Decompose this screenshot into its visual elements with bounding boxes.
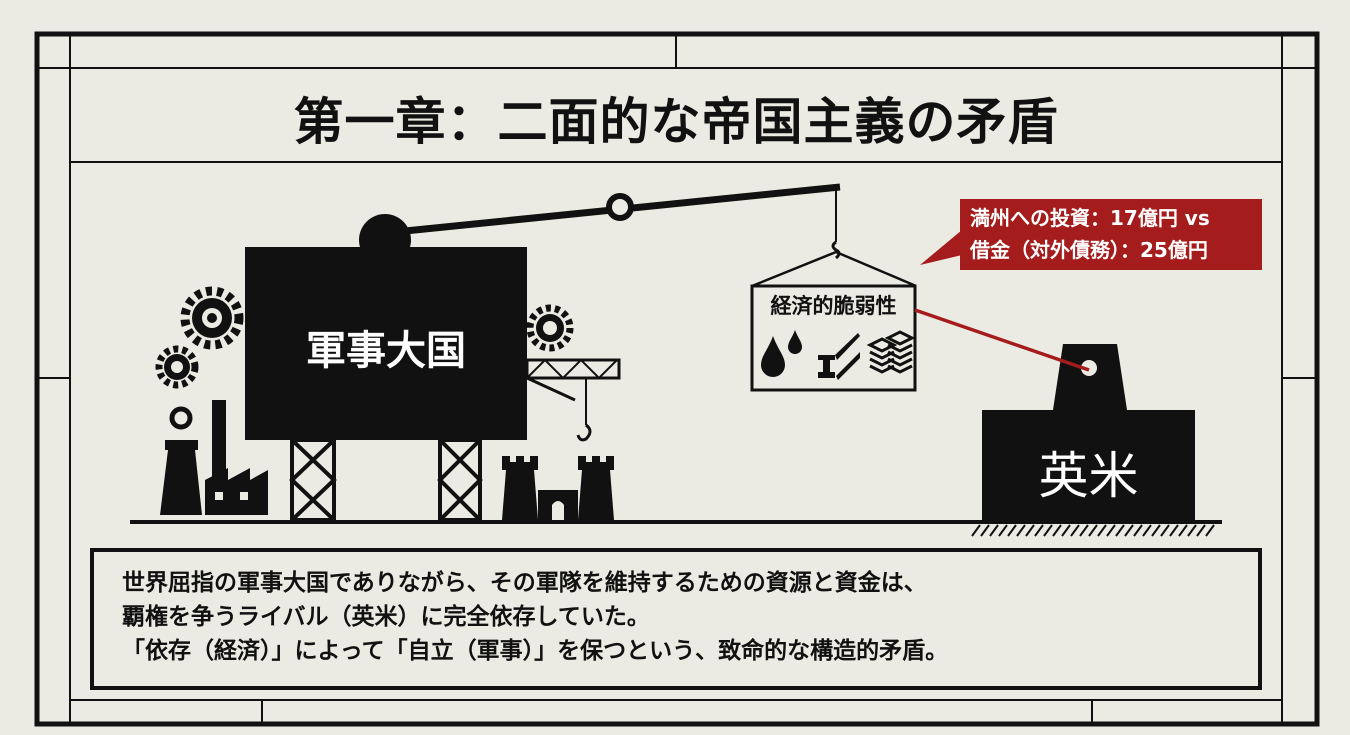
summary-line: 世界屈指の軍事大国でありながら、その軍隊を維持するための資源と資金は、 — [122, 570, 927, 596]
castle-icon — [502, 456, 614, 520]
hatch-mark — [1088, 524, 1098, 537]
hatch-mark — [1052, 524, 1062, 537]
hatch-mark — [1142, 524, 1152, 537]
summary-box: 世界屈指の軍事大国でありながら、その軍隊を維持するための資源と資金は、 覇権を争… — [90, 548, 1262, 690]
military-power-block — [245, 247, 527, 522]
hatch-mark — [1124, 524, 1134, 537]
hatch-mark — [1115, 524, 1125, 537]
hatch-mark — [989, 524, 999, 537]
page-title: 第一章：二面的な帝国主義の矛盾 — [293, 92, 1059, 151]
hatch-mark — [1205, 524, 1215, 537]
hatch-mark — [1061, 524, 1071, 537]
hatch-mark — [1133, 524, 1143, 537]
military-power-label: 軍事大国 — [306, 327, 466, 374]
callout-pointer — [920, 230, 962, 265]
hatch-mark — [1169, 524, 1179, 537]
gear-icon — [155, 286, 574, 389]
hatch-mark — [1187, 524, 1197, 537]
hatch-mark — [1016, 524, 1026, 537]
oil-drop-icon — [761, 330, 802, 377]
factory-icon — [160, 400, 268, 515]
hatch-mark — [1025, 524, 1035, 537]
hatch-mark — [980, 524, 990, 537]
sign-title: 経済的脆弱性 — [770, 294, 897, 318]
hatch-mark — [1007, 524, 1017, 537]
ground-hatch — [971, 524, 1215, 537]
page-frame — [34, 31, 1320, 727]
hatch-mark — [1160, 524, 1170, 537]
dependency-link-line — [914, 308, 1090, 372]
hatch-mark — [1178, 524, 1188, 537]
hatch-mark — [971, 524, 981, 537]
anglo-american-weight — [982, 344, 1195, 520]
hatch-mark — [998, 524, 1008, 537]
debt-callout: 満州への投資：17億円 vs 借金（対外債務）：25億円 — [960, 199, 1262, 270]
callout-line: 満州への投資：17億円 vs — [970, 206, 1210, 230]
hatch-mark — [1079, 524, 1089, 537]
summary-line: 「依存（経済）」によって「自立（軍事）」を保つという、致命的な構造的矛盾。 — [122, 638, 949, 664]
hatch-mark — [1196, 524, 1206, 537]
summary-line: 覇権を争うライバル（英米）に完全依存していた。 — [122, 604, 650, 630]
hatch-mark — [1070, 524, 1080, 537]
hatch-mark — [1034, 524, 1044, 537]
stacked-resources-icon — [866, 330, 916, 374]
hatch-mark — [1043, 524, 1053, 537]
crane-icon — [525, 358, 621, 442]
anglo-american-label: 英米 — [1038, 447, 1139, 505]
steel-beam-icon — [818, 333, 860, 380]
hatch-mark — [1097, 524, 1107, 537]
hatch-mark — [1151, 524, 1161, 537]
callout-line: 借金（対外債務）：25億円 — [970, 238, 1208, 262]
hatch-mark — [1106, 524, 1116, 537]
